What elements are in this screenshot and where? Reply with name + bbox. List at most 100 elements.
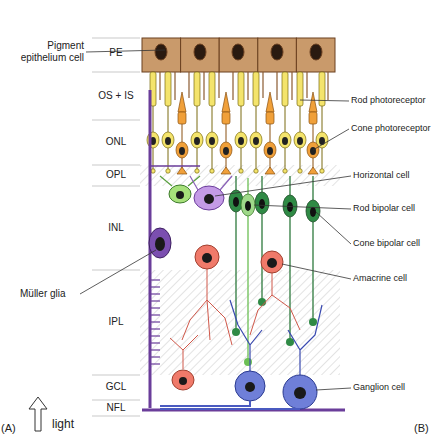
layer-label: NFL [98,402,134,414]
layer-label: ONL [98,136,134,148]
pigment-epithelium [142,38,335,72]
ganglion-cells-part [294,387,306,399]
horizontal-cells-part [204,194,214,204]
bipolar-cells-part [245,201,251,211]
cell-label: Amacrine cell [353,273,435,283]
pigment-epithelium-part [296,38,335,72]
horizontal-cells-part [176,191,184,199]
bipolar-cells-part [310,207,316,217]
bipolar-cells-part [255,192,269,214]
pigment-epithelium-part [310,44,322,60]
rod-photoreceptors [147,72,328,173]
pigment-processes-part [306,72,307,98]
amacrine-cells-part [267,258,277,268]
layer-label: GCL [98,381,134,393]
bipolar-cells [229,176,320,366]
layer-boundaries-part [92,400,140,401]
rod-photoreceptors-part [316,72,328,173]
pigment-epithelium-part [258,38,297,72]
ganglion-cells-part-part [288,305,322,375]
muller-glia [142,90,345,410]
leader-lines-part [254,205,351,209]
muller-glia-part [155,237,165,251]
pigment-epithelium-part [142,38,181,72]
cell-label: Pigment epithelium cell [0,40,84,63]
amacrine-cells-part-part [170,335,198,369]
muller-glia-part-part [150,314,160,315]
layer-boundaries-part [92,375,140,376]
leader-lines [80,50,351,390]
bipolar-cells-part-part [312,176,313,320]
bipolar-cells-part-part [286,338,294,346]
muller-glia-part-part [150,328,160,329]
muller-glia-part-part [150,363,160,364]
pigment-processes-part [327,72,328,100]
ganglion-cells-part-part [230,300,262,371]
bipolar-cells-part [259,199,265,209]
cell-label: Müller glia [20,288,86,300]
layer-boundaries-part [92,165,140,166]
layer-label: PE [98,47,134,59]
leader-lines-part [316,388,351,390]
muller-glia-part-part [150,356,160,357]
muller-glia-part-part [150,286,160,287]
rod-photoreceptors-part [235,72,247,173]
horizontal-cells [160,176,232,210]
leader-lines-part [313,129,349,150]
leader-lines-part [282,264,351,279]
cell-label: Rod photoreceptor [351,95,435,105]
layer-boundaries-part [92,270,140,271]
pigment-processes-part [218,72,219,98]
bipolar-cells-part-part [244,358,252,366]
cone-photoreceptors-part [220,92,232,174]
cell-label: Cone bipolar cell [353,238,435,248]
leader-lines-part [86,50,165,52]
amacrine-cells-part [179,377,187,385]
leader-lines-part [215,176,351,196]
layer-boundaries-part [92,120,140,121]
plexiform-hatch-part [140,165,340,186]
bipolar-cells-part [287,202,293,212]
muller-glia-part-part [150,342,160,343]
amacrine-cells [170,245,300,390]
bipolar-cells-part [241,194,255,216]
rod-photoreceptors-part [191,72,203,173]
pigment-epithelium-part [181,38,220,72]
panel-letter: (B) [414,422,435,435]
cone-photoreceptors-part [264,92,276,174]
amacrine-cells-part [170,269,300,369]
muller-glia-part-part [150,349,160,350]
layer-boundaries-part [92,416,140,417]
bipolar-cells-part [233,197,239,207]
ganglion-cells [160,300,322,409]
ganglion-cells-part [160,401,300,409]
muller-glia-part-part [150,293,160,294]
light-label: light [52,418,92,432]
layer-boundaries-part [92,38,140,39]
cone-photoreceptors [176,92,319,174]
amacrine-cells-part [172,370,194,390]
muller-glia-part-part [150,335,160,336]
cone-photoreceptors-part [176,92,188,174]
layer-boundaries-part [92,186,140,187]
rod-photoreceptors-part [294,72,306,173]
leader-lines-part [316,212,351,244]
cell-label: Horizontal cell [353,170,435,180]
rod-photoreceptors-part [206,72,218,173]
pigment-processes-part [159,72,160,100]
pigment-epithelium-part [271,44,283,60]
pigment-processes-part [262,72,263,98]
ganglion-cells-part [245,382,255,392]
pigment-processes-part [232,72,233,100]
light-arrow-part [29,397,47,431]
pigment-processes-part [247,72,248,100]
bipolar-cells-part-part [232,328,240,336]
cell-label: Cone photoreceptor [351,123,435,133]
cell-label: Ganglion cell [353,382,435,392]
muller-glia-part [149,228,171,258]
muller-glia-part-part [150,307,160,308]
pigment-processes-part [174,72,175,100]
muller-glia-part [150,280,160,364]
